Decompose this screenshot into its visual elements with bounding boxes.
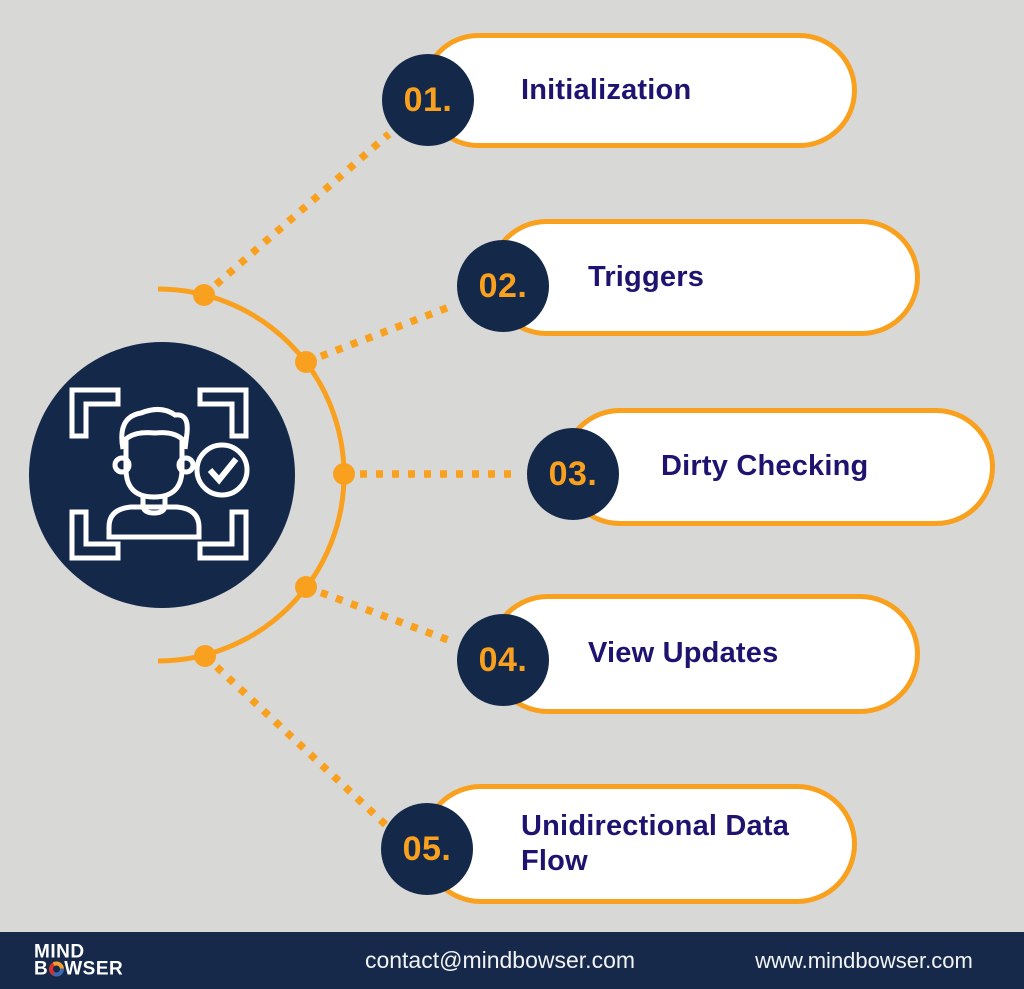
person-ear-left [112, 455, 132, 475]
step-label-1: Initialization [521, 73, 692, 106]
step-number-circle-4: 04. [457, 614, 549, 706]
logo-o-swirl-icon [48, 961, 64, 977]
arc-node-1 [193, 284, 215, 306]
step-number-circle-2: 02. [457, 240, 549, 332]
bracket-bottom-right [197, 509, 249, 561]
logo-line-2: B WSER [34, 958, 124, 980]
check-mark [207, 457, 239, 485]
step-number-circle-3: 03. [527, 428, 619, 520]
bracket-top-left [69, 387, 121, 439]
connector-4 [304, 583, 453, 645]
step-pill-2: Triggers [488, 219, 920, 336]
step-label-3: Dirty Checking [661, 450, 869, 483]
person-ear-right [176, 455, 196, 475]
step-label-4: View Updates [588, 637, 779, 670]
step-pill-3: Dirty Checking [561, 408, 995, 526]
step-label-2: Triggers [588, 260, 705, 293]
step-number-2: 02. [478, 266, 528, 305]
logo-letter-b: B [34, 958, 49, 980]
central-hub-circle [29, 342, 295, 608]
connector-2 [304, 302, 454, 366]
arc-node-4 [295, 576, 317, 598]
face-recognition-icon [69, 387, 250, 561]
step-pill-5: Unidirectional Data Flow [421, 784, 857, 904]
step-number-4: 04. [478, 640, 528, 679]
contact-email: contact@mindbowser.com [364, 947, 636, 973]
step-number-circle-5: 05. [381, 803, 473, 895]
connector-5 [202, 653, 390, 829]
footer-bar: MIND B WSER contact@mindbowser.com www.mi… [0, 932, 1024, 989]
mindbowser-logo: MIND B WSER [34, 941, 124, 980]
step-number-3: 03. [548, 454, 598, 493]
arc-node-5 [194, 645, 216, 667]
arc-node-2 [295, 351, 317, 373]
person-hair [119, 407, 190, 450]
bracket-top-right [197, 387, 249, 439]
logo-letters-wser: WSER [64, 958, 124, 980]
logo-line-1: MIND [34, 941, 85, 963]
step-number-5: 05. [402, 829, 452, 868]
bracket-bottom-left [69, 509, 121, 561]
step-number-circle-1: 01. [382, 54, 474, 146]
person-torso [106, 504, 202, 540]
step-label-5: Unidirectional Data Flow [521, 809, 790, 877]
connector-1 [201, 131, 392, 298]
step-pill-1: Initialization [421, 33, 857, 148]
website-url: www.mindbowser.com [755, 947, 973, 973]
step-pill-4: View Updates [488, 594, 920, 714]
step-number-1: 01. [403, 80, 453, 119]
check-circle [194, 442, 250, 498]
person-face [123, 430, 185, 500]
arc-node-3 [333, 463, 355, 485]
